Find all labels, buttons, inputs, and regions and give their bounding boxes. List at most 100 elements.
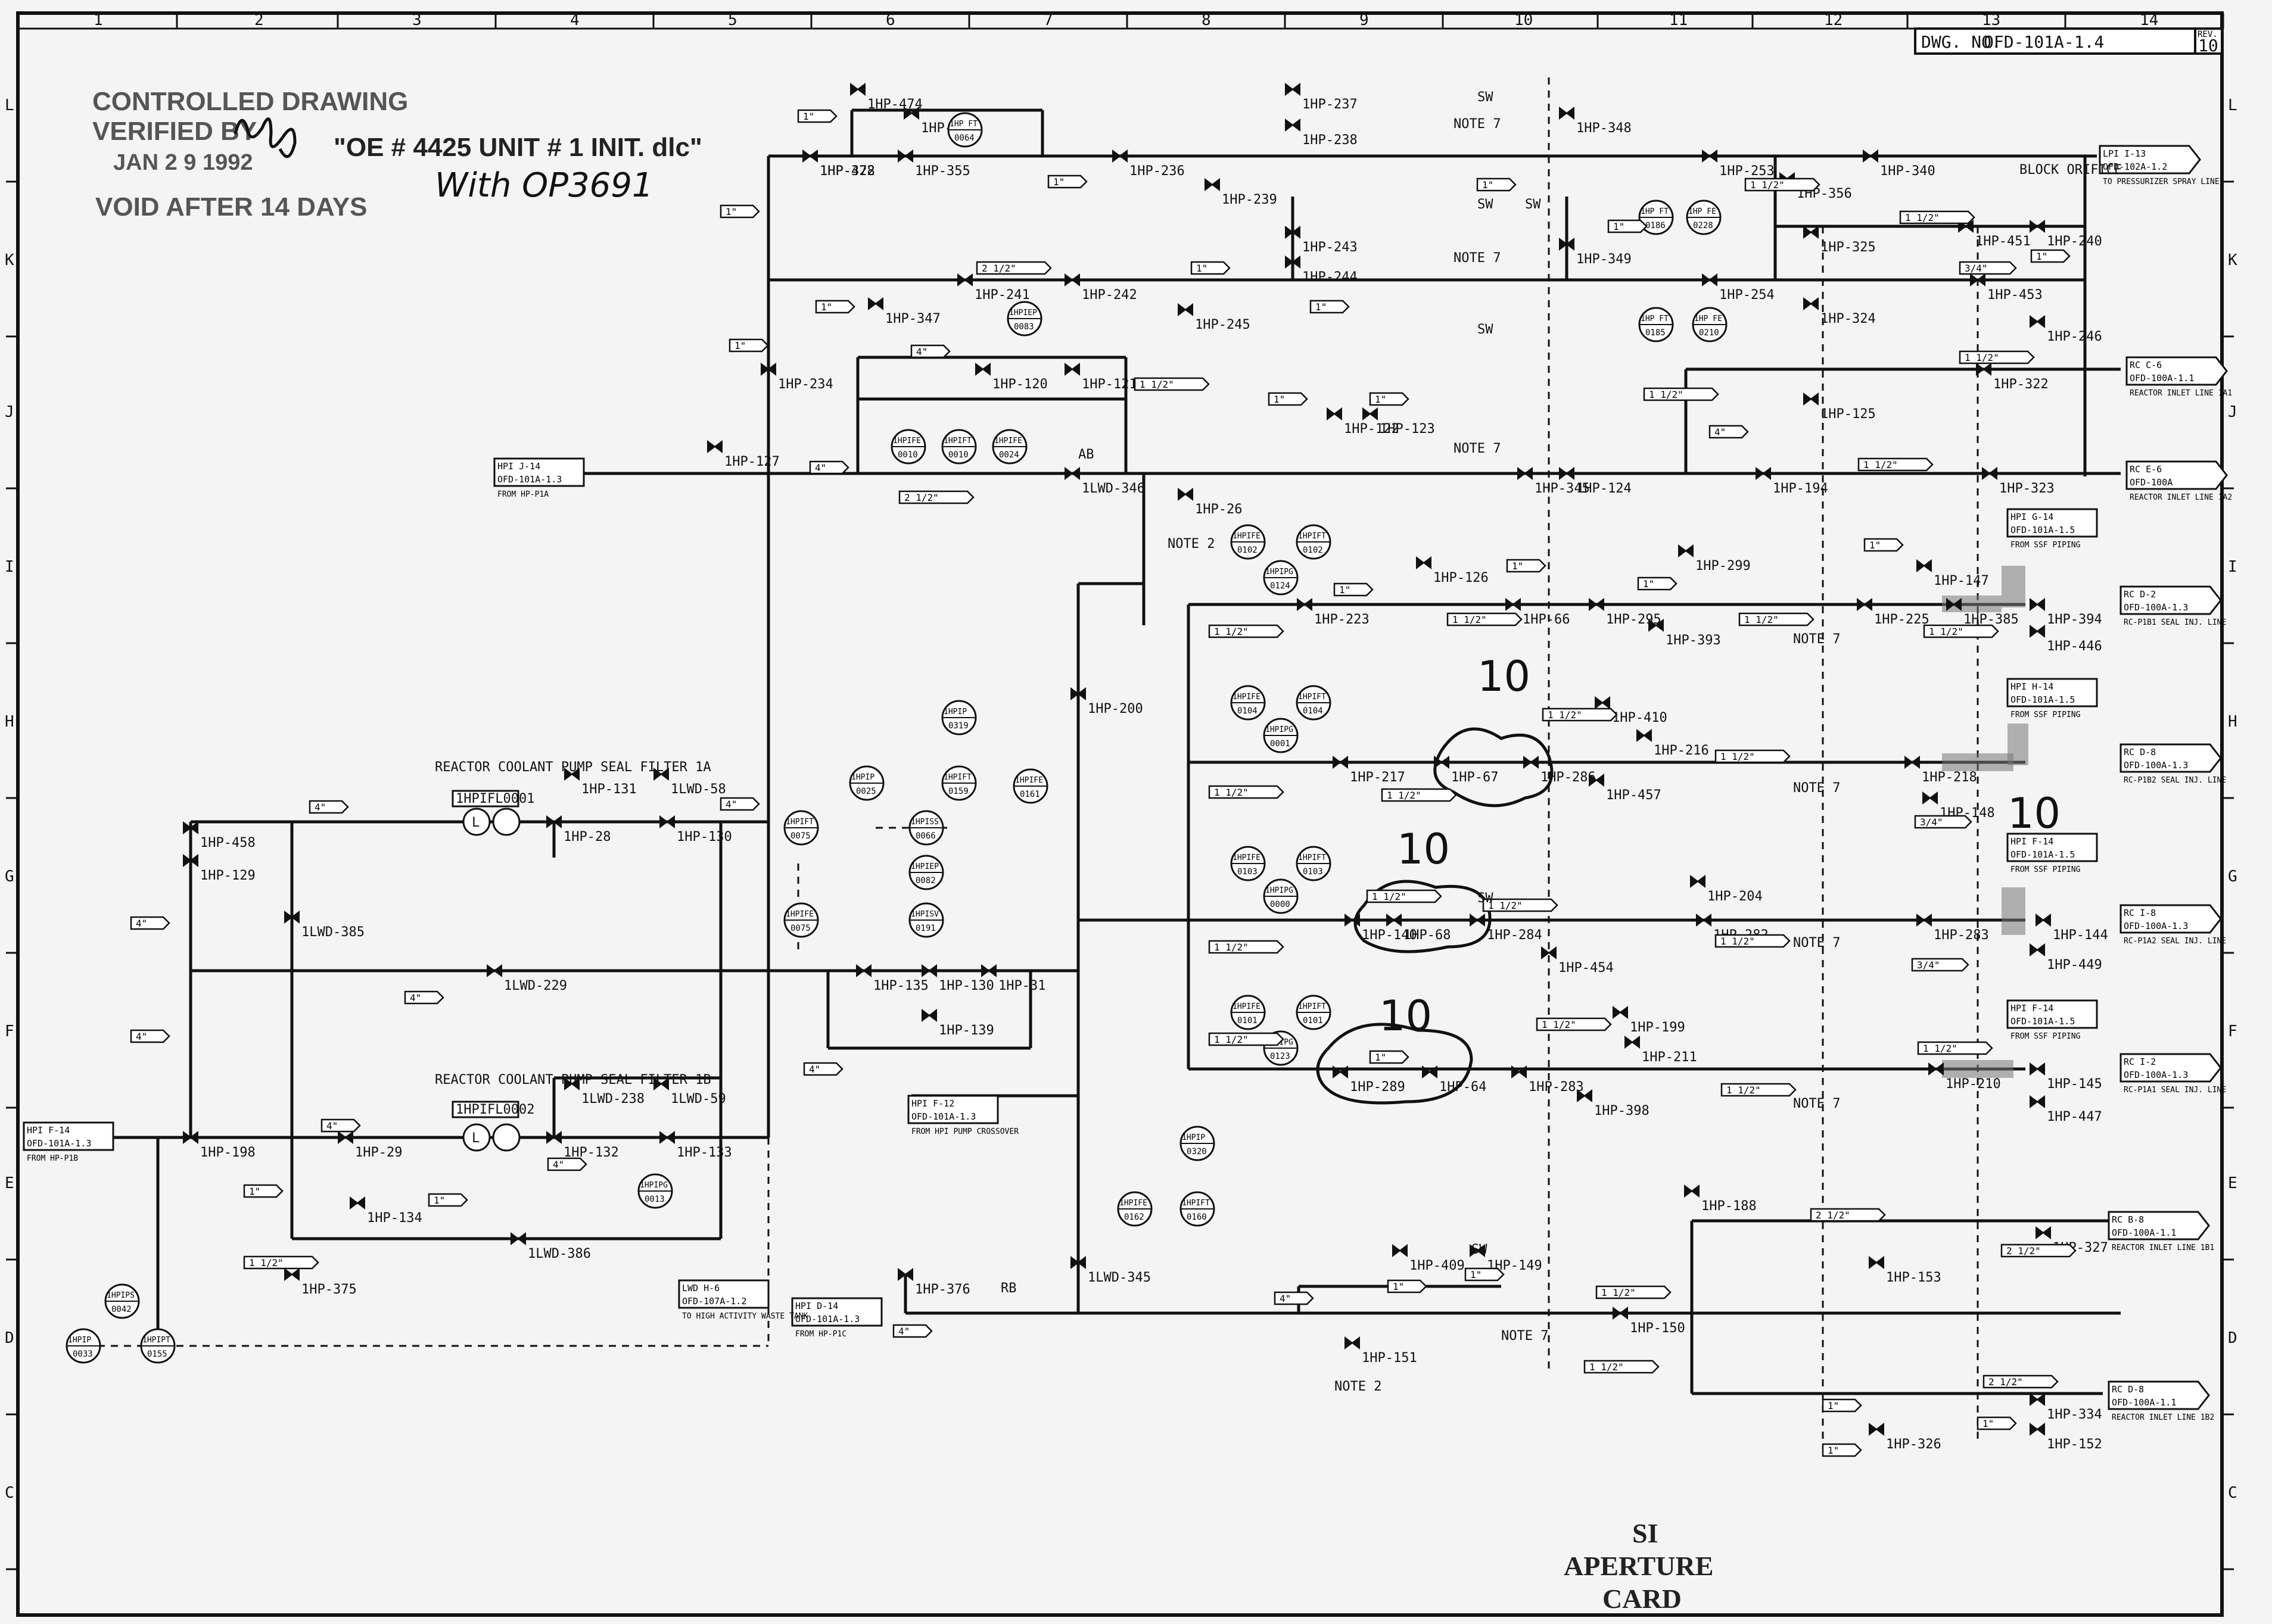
valve-1hp-198[interactable]: 1HP-198 bbox=[183, 1131, 256, 1160]
valve-1hp-140[interactable]: 1HP-140 bbox=[1344, 914, 1417, 943]
valve-1hp-447[interactable]: 1HP-447 bbox=[2030, 1095, 2102, 1124]
valve-1hp-152[interactable]: 1HP-152 bbox=[2030, 1423, 2102, 1452]
valve-1hp-67[interactable]: 1HP-67 bbox=[1434, 756, 1498, 785]
valve-1hp-324[interactable]: 1HP-324 bbox=[1803, 297, 1876, 326]
valve-1hp-153[interactable]: 1HP-153 bbox=[1869, 1256, 1941, 1285]
valve-1hp-348[interactable]: 1HP-348 bbox=[1559, 107, 1632, 136]
valve-1hp-236[interactable]: 1HP-236 bbox=[1112, 149, 1185, 179]
valve-1hp-299[interactable]: 1HP-299 bbox=[1678, 544, 1751, 573]
valve-1hp-245[interactable]: 1HP-245 bbox=[1178, 303, 1250, 332]
valve-1hp-254[interactable]: 1HP-254 bbox=[1702, 273, 1775, 303]
valve-1hp-375[interactable]: 1HP-375 bbox=[284, 1268, 357, 1297]
valve-1hp-133[interactable]: 1HP-133 bbox=[659, 1131, 732, 1160]
valve-1hp-66[interactable]: 1HP-66 bbox=[1505, 598, 1570, 627]
valve-1hp-216[interactable]: 1HP-216 bbox=[1636, 729, 1709, 758]
valve-1lwd-59[interactable]: 1LWD-59 bbox=[653, 1077, 726, 1106]
valve-1hp-218[interactable]: 1HP-218 bbox=[1904, 756, 1977, 785]
valve-1hp-151[interactable]: 1HP-151 bbox=[1344, 1336, 1417, 1366]
valve-1hp-134[interactable]: 1HP-134 bbox=[350, 1196, 422, 1226]
valve-1hp-225[interactable]: 1HP-225 bbox=[1857, 598, 1929, 627]
valve-1lwd-229[interactable]: 1LWD-229 bbox=[487, 964, 567, 993]
valve-1hp-238[interactable]: 1HP-238 bbox=[1285, 119, 1358, 148]
valve-1hp-328[interactable]: 1HP-328 bbox=[802, 149, 875, 179]
valve-1hp-457[interactable]: 1HP-457 bbox=[1589, 774, 1661, 803]
valve-1lwd-385[interactable]: 1LWD-385 bbox=[284, 911, 365, 940]
valve-1hp-130b[interactable]: 1HP-130 bbox=[922, 964, 994, 993]
valve-1hp-31[interactable]: 1HP-31 bbox=[981, 964, 1045, 993]
valve-1hp-239[interactable]: 1HP-239 bbox=[1205, 178, 1277, 207]
valve-1hp-223[interactable]: 1HP-223 bbox=[1297, 598, 1370, 627]
valve-1hp-199[interactable]: 1HP-199 bbox=[1613, 1006, 1685, 1035]
valve-1hp-242[interactable]: 1HP-242 bbox=[1065, 273, 1137, 303]
valve-1hp-122[interactable]: 1HP-122 bbox=[1327, 407, 1399, 437]
valve-1hp-125[interactable]: 1HP-125 bbox=[1803, 392, 1876, 422]
valve-1hp-135[interactable]: 1HP-135 bbox=[856, 964, 929, 993]
valve-1hp-446[interactable]: 1HP-446 bbox=[2030, 625, 2102, 654]
valve-1lwd-238[interactable]: 1LWD-238 bbox=[564, 1077, 645, 1106]
valve-1hp-194[interactable]: 1HP-194 bbox=[1756, 467, 1828, 496]
valve-1hp-474[interactable]: 1HP-474 bbox=[850, 83, 923, 112]
valve-1hp-64[interactable]: 1HP-64 bbox=[1422, 1065, 1486, 1095]
valve-1hp-398[interactable]: 1HP-398 bbox=[1577, 1089, 1649, 1118]
valve-1hp-240[interactable]: 1HP-240 bbox=[2030, 220, 2102, 249]
valve-1hp-130[interactable]: 1HP-130 bbox=[659, 815, 732, 844]
valve-1hp-127[interactable]: 1HP-127 bbox=[707, 440, 780, 469]
valve-1hp-349[interactable]: 1HP-349 bbox=[1559, 238, 1632, 267]
valve-1lwd-346[interactable]: 1LWD-346 bbox=[1065, 467, 1145, 496]
valve-1lwd-386[interactable]: 1LWD-386 bbox=[511, 1232, 591, 1261]
valve-1hp-150[interactable]: 1HP-150 bbox=[1613, 1307, 1685, 1336]
valve-1hp-458[interactable]: 1HP-458 bbox=[183, 821, 256, 850]
valve-1hp-326[interactable]: 1HP-326 bbox=[1869, 1423, 1941, 1452]
valve-1hp-29[interactable]: 1HP-29 bbox=[338, 1131, 402, 1160]
valve-1hp-454[interactable]: 1HP-454 bbox=[1541, 946, 1614, 975]
valve-1hp-241[interactable]: 1HP-241 bbox=[957, 273, 1030, 303]
valve-1hp-283[interactable]: 1HP-283 bbox=[1916, 914, 1989, 943]
valve-1hp-124[interactable]: 1HP-124 bbox=[1559, 467, 1632, 496]
valve-1hp-210[interactable]: 1HP-210 bbox=[1928, 1062, 2001, 1092]
valve-1hp-204[interactable]: 1HP-204 bbox=[1690, 875, 1763, 904]
valve-1hp-376[interactable]: 1HP-376 bbox=[898, 1268, 970, 1297]
valve-1lwd-345[interactable]: 1LWD-345 bbox=[1070, 1256, 1151, 1285]
valve-1hp-347[interactable]: 1HP-347 bbox=[868, 297, 941, 326]
valve-1hp-289[interactable]: 1HP-289 bbox=[1333, 1065, 1405, 1095]
valve-1hp-451[interactable]: 1HP-451 bbox=[1958, 220, 2031, 249]
valve-1hp-286[interactable]: 1HP-286 bbox=[1523, 756, 1596, 785]
